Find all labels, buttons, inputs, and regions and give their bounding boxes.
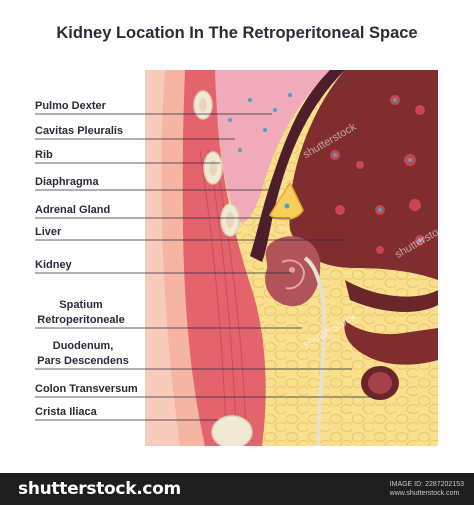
page-title: Kidney Location In The Retroperitoneal S… — [56, 24, 418, 42]
liver — [289, 70, 438, 280]
label-cavitas-pleuralis: Cavitas Pleuralis — [35, 125, 124, 137]
footer-meta: IMAGE ID: 2287202153 www.shutterstock.co… — [390, 480, 464, 498]
adrenal-gland — [269, 181, 304, 221]
crista-iliaca-bone — [211, 415, 253, 446]
footer-site: www.shutterstock.com — [389, 490, 460, 497]
colon-transversum — [344, 320, 438, 365]
duodenum — [345, 280, 438, 312]
label-duodenum-line1: Duodenum, — [52, 340, 114, 352]
label-diaphragma: Diaphragma — [35, 176, 99, 188]
label-duodenum: Duodenum, Pars Descendens — [35, 340, 131, 368]
footer-bar: shutterstock.com IMAGE ID: 2287202153 ww… — [0, 473, 474, 505]
label-kidney: Kidney — [35, 259, 72, 271]
label-spatium-retroperitoneale: Spatium Retroperitoneale — [35, 299, 127, 327]
ureter — [303, 256, 327, 446]
abdominal-wall-muscle — [182, 70, 266, 446]
label-duodenum-line2: Pars Descendens — [37, 355, 129, 367]
label-colon-transversum: Colon Transversum — [35, 383, 138, 395]
lung — [215, 70, 330, 223]
label-crista-iliaca: Crista Iliaca — [35, 406, 97, 418]
footer-brand: shutterstock.com — [18, 479, 181, 499]
label-spatium-line1: Spatium — [59, 299, 103, 311]
footer-image-id: IMAGE ID: 2287202153 — [389, 481, 464, 488]
label-rib: Rib — [35, 149, 53, 161]
label-pulmo-dexter: Pulmo Dexter — [35, 100, 106, 112]
label-liver: Liver — [35, 226, 62, 238]
diaphragm — [250, 70, 345, 262]
label-spatium-line2: Retroperitoneale — [37, 314, 125, 326]
anatomy-illustration — [35, 70, 438, 446]
label-adrenal-gland: Adrenal Gland — [35, 204, 111, 216]
